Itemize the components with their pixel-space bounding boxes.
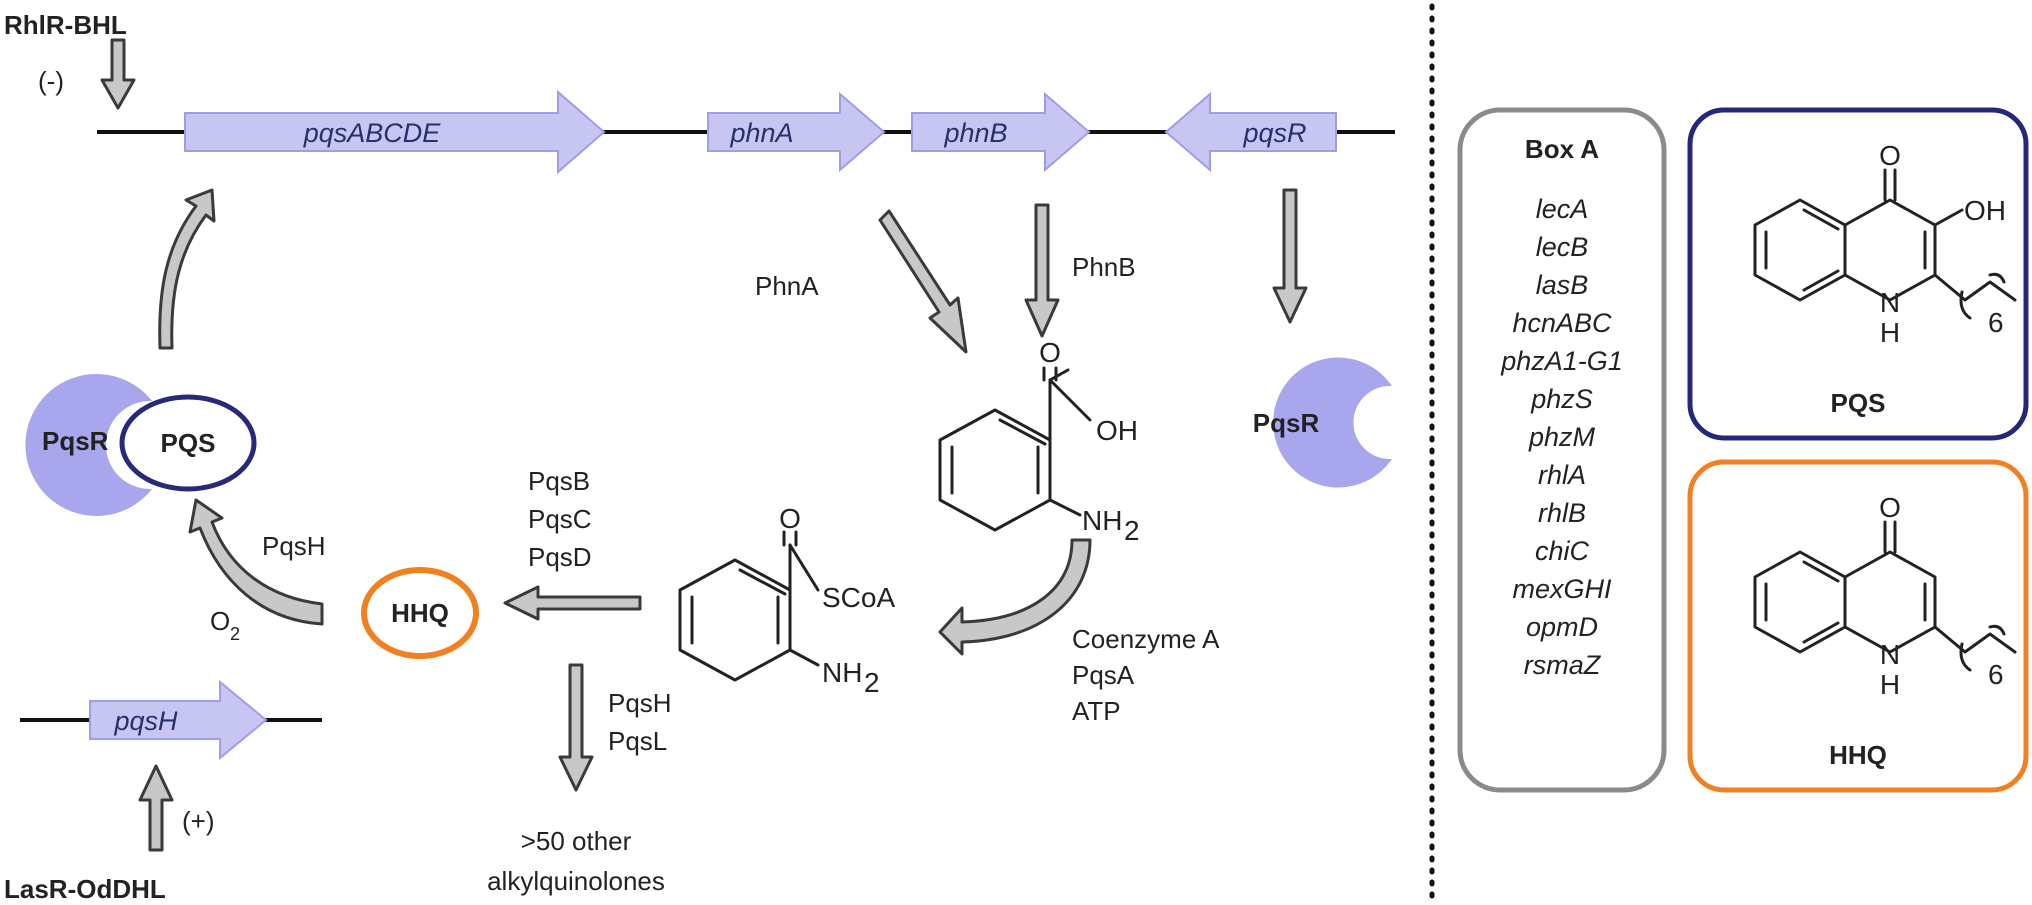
box-a-gene: rhlB xyxy=(1538,498,1586,528)
pqsr-free-protein xyxy=(1273,357,1392,488)
anthraniloyl-coa-structure xyxy=(678,530,820,682)
pqs-structure xyxy=(1753,168,2017,320)
pqs-structure-title: PQS xyxy=(1831,388,1886,418)
phnA-expression-arrow xyxy=(878,209,968,354)
hhq-structure-box xyxy=(1687,459,2029,793)
gene-pqsABCDE-arrow xyxy=(184,89,606,175)
anthranilate-nh-sub: 2 xyxy=(1124,515,1140,546)
pqs-conversion-curved-arrow xyxy=(188,498,324,626)
box-a-gene: opmD xyxy=(1526,612,1598,642)
box-a-gene: rsmaZ xyxy=(1524,650,1602,680)
pqsr-complex-protein xyxy=(25,374,153,516)
pqs-h-atom: H xyxy=(1880,317,1900,348)
other-aq-line1: >50 other xyxy=(521,826,632,856)
pqsh-label: PqsH xyxy=(262,531,326,561)
box-a-gene: phzM xyxy=(1528,422,1596,452)
box-a-gene: lecA xyxy=(1536,194,1589,224)
coa-enzymes-line1: Coenzyme A xyxy=(1072,624,1220,654)
lasr-odhl-label: LasR-OdDHL xyxy=(4,874,166,904)
phnB-enzyme-label: PhnB xyxy=(1072,252,1136,282)
box-a-gene-list: lecA lecB lasB hcnABC phzA1-G1 phzS phzM… xyxy=(1500,194,1623,680)
gene-pqsR-label: pqsR xyxy=(1242,118,1306,148)
pqs-chain-count: 6 xyxy=(1988,307,2004,338)
hhq-ring-label: HHQ xyxy=(391,598,449,628)
o2-sub: 2 xyxy=(230,624,240,644)
anthranilate-o-atom: O xyxy=(1039,337,1061,368)
pqsbcd-line1: PqsB xyxy=(528,466,590,496)
hhq-structure xyxy=(1753,520,2017,672)
hhq-ring xyxy=(361,567,479,659)
scoa-label: SCoA xyxy=(822,582,895,613)
lasr-sign: (+) xyxy=(182,806,215,836)
hhq-structure-title: HHQ xyxy=(1829,740,1887,770)
gene-phnA-label: phnA xyxy=(729,118,793,148)
gene-phnA-arrow xyxy=(707,91,886,173)
rhlr-inhibition-arrow xyxy=(100,38,136,110)
anthranilate-oh-label: OH xyxy=(1096,415,1138,446)
pqsbcd-line2: PqsC xyxy=(528,504,592,534)
pqs-n-atom: N xyxy=(1880,287,1900,318)
pqsR-expression-arrow xyxy=(1272,188,1308,324)
coa-nh-sub: 2 xyxy=(864,667,880,698)
lasr-activation-arrow xyxy=(138,764,174,852)
coa-ligation-curved-arrow xyxy=(938,538,1092,656)
coa-o-atom: O xyxy=(779,503,801,534)
pqsr-complex-label: PqsR xyxy=(42,426,109,456)
rhlr-sign: (-) xyxy=(38,66,64,96)
other-aq-line2: alkylquinolones xyxy=(487,866,665,896)
gene-pqsABCDE-label: pqsABCDE xyxy=(303,118,442,148)
coa-enzymes-line2: PqsA xyxy=(1072,660,1135,690)
pqs-oh-atom: OH xyxy=(1964,195,2006,226)
hhq-chain-count: 6 xyxy=(1988,659,2004,690)
coa-enzymes-line3: ATP xyxy=(1072,696,1121,726)
box-a-title: Box A xyxy=(1525,134,1599,164)
box-a-gene: lecB xyxy=(1536,232,1589,262)
box-a-gene: rhlA xyxy=(1538,460,1586,490)
o2-label: O xyxy=(210,606,230,636)
gene-phnB-label: phnB xyxy=(943,118,1007,148)
pqs-structure-box xyxy=(1687,107,2029,441)
anthranilate-nh-label: NH xyxy=(1082,505,1122,536)
gene-pqsH-arrow xyxy=(89,679,268,761)
pqshl-line2: PqsL xyxy=(608,726,667,756)
box-a-gene: hcnABC xyxy=(1512,308,1612,338)
hhq-n-atom: N xyxy=(1880,639,1900,670)
box-a-gene: phzS xyxy=(1530,384,1593,414)
hhq-o-atom: O xyxy=(1879,492,1901,523)
box-a-gene: chiC xyxy=(1535,536,1590,566)
pqs-ring-label: PQS xyxy=(161,428,216,458)
pqs-o-atom: O xyxy=(1879,140,1901,171)
gene-pqsR-arrow xyxy=(1164,91,1337,173)
box-a xyxy=(1457,107,1667,793)
box-a-gene: phzA1-G1 xyxy=(1500,346,1623,376)
pqshl-line1: PqsH xyxy=(608,688,672,718)
hhq-h-atom: H xyxy=(1880,669,1900,700)
anthranilate-structure xyxy=(938,366,1092,532)
phnB-expression-arrow xyxy=(1024,203,1060,338)
hhq-synthesis-arrow xyxy=(503,585,642,621)
autoinduction-curved-arrow xyxy=(158,188,216,350)
rhlr-bhl-label: RhlR-BHL xyxy=(4,10,127,40)
pqsr-free-label: PqsR xyxy=(1253,408,1320,438)
gene-phnB-arrow xyxy=(911,91,1091,173)
phnA-enzyme-label: PhnA xyxy=(755,271,819,301)
box-a-gene: lasB xyxy=(1536,270,1589,300)
gene-pqsH-label: pqsH xyxy=(113,706,178,736)
box-a-gene: mexGHI xyxy=(1512,574,1612,604)
other-aq-arrow xyxy=(558,663,594,792)
pqsbcd-line3: PqsD xyxy=(528,542,592,572)
coa-nh-label: NH xyxy=(822,657,862,688)
pqs-ring xyxy=(119,394,257,492)
